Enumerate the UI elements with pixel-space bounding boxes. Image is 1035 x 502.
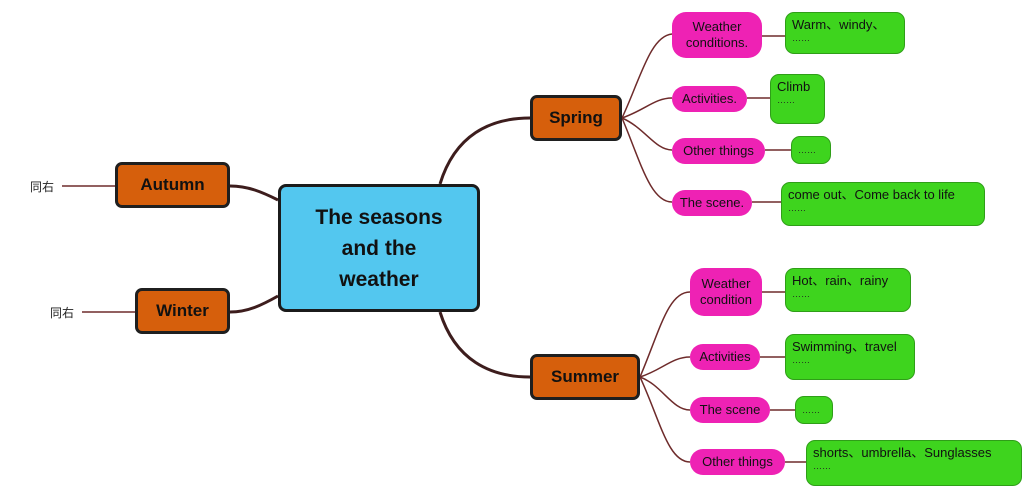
- winter-node[interactable]: Winter: [135, 288, 230, 334]
- spring-other-things-category[interactable]: Other things: [672, 138, 765, 164]
- summer-weather-ellipsis: ……: [792, 289, 810, 299]
- spring-weather-label-line1: Weather: [692, 19, 742, 34]
- autumn-node[interactable]: Autumn: [115, 162, 230, 208]
- summer-scene-detail[interactable]: ……: [795, 396, 833, 424]
- summer-activities-ellipsis: ……: [792, 355, 810, 365]
- summer-activities-category[interactable]: Activities: [690, 344, 760, 370]
- summer-scene-category[interactable]: The scene: [690, 397, 770, 423]
- spring-activities-ellipsis: ……: [777, 95, 795, 105]
- spring-scene-category[interactable]: The scene.: [672, 190, 752, 216]
- summer-scene-ellipsis: ……: [802, 405, 820, 415]
- summer-other-things-category[interactable]: Other things: [690, 449, 785, 475]
- spring-weather-category[interactable]: Weather conditions.: [672, 12, 762, 58]
- summer-other-things-detail[interactable]: shorts、umbrella、Sunglasses ……: [806, 440, 1022, 486]
- summer-weather-label-line2: condition: [699, 292, 753, 307]
- spring-other-things-ellipsis: ……: [798, 145, 816, 155]
- spring-activities-category[interactable]: Activities.: [672, 86, 747, 112]
- summer-weather-label-line1: Weather: [701, 276, 751, 291]
- central-topic-line2: and the: [341, 236, 417, 260]
- central-topic-line1: The seasons: [315, 205, 443, 229]
- spring-other-things-detail[interactable]: ……: [791, 136, 831, 164]
- spring-node[interactable]: Spring: [530, 95, 622, 141]
- summer-node[interactable]: Summer: [530, 354, 640, 400]
- spring-weather-ellipsis: ……: [792, 33, 810, 43]
- summer-other-things-detail-text: shorts、umbrella、Sunglasses: [813, 445, 992, 460]
- summer-activities-detail-text: Swimming、travel: [792, 339, 897, 354]
- summer-other-things-ellipsis: ……: [813, 461, 831, 471]
- autumn-same-as-right-note: 同右: [30, 180, 55, 194]
- spring-weather-label-line2: conditions.: [685, 35, 749, 50]
- summer-weather-detail[interactable]: Hot、rain、rainy ……: [785, 268, 911, 312]
- summer-weather-detail-text: Hot、rain、rainy: [792, 273, 889, 288]
- central-topic-line3: weather: [339, 267, 419, 291]
- central-topic[interactable]: The seasons and the weather: [278, 184, 480, 312]
- spring-scene-detail-text: come out、Come back to life: [788, 187, 955, 202]
- spring-weather-detail[interactable]: Warm、windy、 ……: [785, 12, 905, 54]
- spring-scene-ellipsis: ……: [788, 203, 806, 213]
- spring-activities-detail[interactable]: Climb ……: [770, 74, 825, 124]
- spring-activities-detail-text: Climb: [777, 79, 811, 94]
- spring-scene-detail[interactable]: come out、Come back to life ……: [781, 182, 985, 226]
- winter-same-as-right-note: 同右: [50, 306, 75, 320]
- summer-activities-detail[interactable]: Swimming、travel ……: [785, 334, 915, 380]
- summer-weather-category[interactable]: Weather condition: [690, 268, 762, 316]
- spring-weather-detail-text: Warm、windy、: [792, 17, 886, 32]
